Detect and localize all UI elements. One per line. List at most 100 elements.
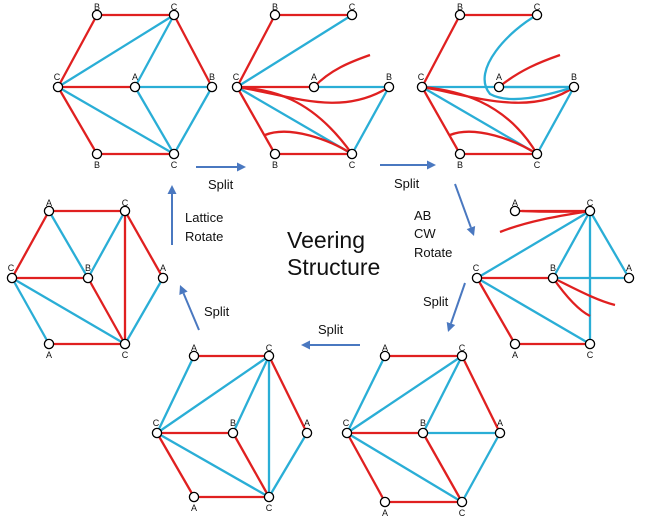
caption-split-left: Split xyxy=(204,304,230,319)
blue-edge xyxy=(236,14,353,88)
red-curve-edge xyxy=(552,277,591,318)
vertex-node xyxy=(416,81,428,93)
vertex-node xyxy=(52,81,64,93)
red-edge xyxy=(156,432,195,498)
vertex-label: B xyxy=(94,160,100,170)
vertex-label: A xyxy=(496,72,502,82)
vertex-node xyxy=(346,9,358,21)
vertex-node xyxy=(456,350,468,362)
blue-edge xyxy=(134,86,175,155)
red-edge xyxy=(10,210,51,279)
blue-edge xyxy=(345,355,387,434)
vertex-node xyxy=(6,272,18,284)
vertex-node xyxy=(168,148,180,160)
red-edge xyxy=(420,14,462,88)
blue-edge xyxy=(172,86,214,155)
red-curve-edge xyxy=(421,85,538,155)
vertex-node xyxy=(91,9,103,21)
flow-arrow xyxy=(380,160,436,170)
vertex-node xyxy=(346,148,358,160)
red-edge xyxy=(235,86,277,155)
vertex-node xyxy=(151,427,163,439)
caption-cw: CW xyxy=(414,226,436,241)
red-curve-edge xyxy=(498,53,561,88)
vertex-label: B xyxy=(209,72,215,82)
vertex-label: A xyxy=(304,418,310,428)
blue-edge xyxy=(155,355,196,434)
vertex-label: A xyxy=(191,343,197,353)
red-edge xyxy=(460,355,502,434)
vertex-node xyxy=(379,496,391,508)
vertex-node xyxy=(456,496,468,508)
vertex-label: B xyxy=(420,418,426,428)
vertex-label: C xyxy=(587,198,594,208)
vertex-label: C xyxy=(171,160,178,170)
vertex-node xyxy=(531,9,543,21)
blue-edge xyxy=(11,277,126,345)
vertex-label: A xyxy=(497,418,503,428)
vertex-label: C xyxy=(122,198,129,208)
red-edge xyxy=(57,86,98,155)
red-edge xyxy=(420,86,462,155)
flow-arrow xyxy=(446,282,466,332)
blue-edge xyxy=(476,210,591,279)
vertex-label: A xyxy=(46,198,52,208)
vertex-label: B xyxy=(550,263,556,273)
blue-edge xyxy=(48,210,89,279)
vertex-node xyxy=(301,427,313,439)
red-curve-edge xyxy=(499,209,591,234)
red-edge xyxy=(231,432,271,498)
blue-edge xyxy=(589,210,630,279)
caption-ab: AB xyxy=(414,208,431,223)
vertex-node xyxy=(383,81,395,93)
vertex-node xyxy=(157,272,169,284)
blue-edge xyxy=(57,14,175,88)
vertex-label: B xyxy=(94,2,100,12)
vertex-node xyxy=(341,427,353,439)
blue-edge xyxy=(133,14,176,88)
vertex-node xyxy=(91,148,103,160)
caption-rotate-left: Rotate xyxy=(185,229,223,244)
vertex-node xyxy=(509,338,521,350)
vertex-label: C xyxy=(54,72,61,82)
split-arrows xyxy=(167,160,476,350)
vertex-node xyxy=(263,350,275,362)
vertex-label: A xyxy=(382,343,388,353)
vertex-label: B xyxy=(457,2,463,12)
vertex-label: B xyxy=(272,160,278,170)
red-edge xyxy=(476,277,516,345)
vertex-label: C xyxy=(122,350,129,360)
vertex-label: C xyxy=(349,160,356,170)
vertex-label: C xyxy=(459,508,466,518)
red-curve-edge xyxy=(236,85,390,104)
vertex-label: A xyxy=(512,198,518,208)
caption-split-top-left: Split xyxy=(208,177,234,192)
vertex-label: C xyxy=(473,263,480,273)
vertex-node xyxy=(493,81,505,93)
red-edge xyxy=(86,277,127,345)
vertex-label: C xyxy=(233,72,240,82)
blue-edge xyxy=(231,355,271,434)
blue-edge xyxy=(57,86,175,155)
red-edge xyxy=(235,14,277,88)
blue-edge xyxy=(460,432,502,503)
caption-lattice: Lattice xyxy=(185,210,223,225)
vertex-node xyxy=(82,272,94,284)
blue-edge xyxy=(476,277,591,345)
vertex-node xyxy=(509,205,521,217)
vertex-node xyxy=(547,272,559,284)
blue-edge xyxy=(421,355,464,434)
blue-edge xyxy=(350,86,391,155)
red-edge xyxy=(267,355,309,434)
vertex-node xyxy=(43,338,55,350)
red-curve-edge xyxy=(449,130,538,155)
vertex-label: C xyxy=(459,343,466,353)
vertex-node xyxy=(206,81,218,93)
vertex-node xyxy=(568,81,580,93)
blue-edge xyxy=(156,355,270,434)
blue-edge xyxy=(551,210,592,279)
vertex-node xyxy=(584,338,596,350)
